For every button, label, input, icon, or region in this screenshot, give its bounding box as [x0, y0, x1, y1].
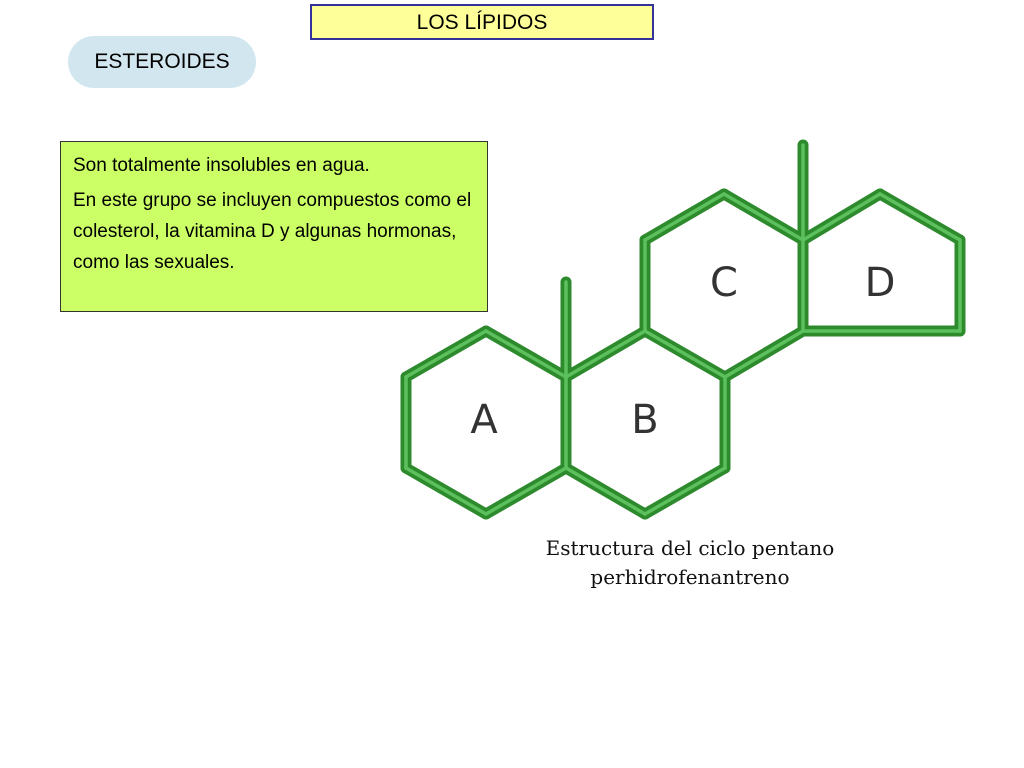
caption-line-2: perhidrofenantreno — [590, 565, 790, 589]
caption-line-1: Estructura del ciclo pentano — [545, 536, 835, 560]
bond-highlight-b2-b3 — [643, 329, 727, 379]
bond-highlight-a3-a4 — [484, 466, 568, 516]
bond-highlight-b5-a3 — [564, 466, 647, 516]
ring-label-a: A — [470, 397, 498, 443]
slide-title: LOS LÍPIDOS — [310, 4, 654, 40]
info-line-compounds: En este grupo se incluyen compuestos com… — [73, 190, 472, 273]
bond-highlight-a4-a5 — [404, 466, 488, 516]
ring-label-c: C — [710, 260, 738, 306]
bond-highlight-c3-b3 — [723, 329, 805, 379]
section-label: ESTEROIDES — [68, 36, 256, 88]
bond-highlight-a6-a1 — [404, 329, 488, 379]
bond-highlight-d2-d3 — [878, 192, 962, 242]
bond-highlight-c2-d2 — [801, 192, 882, 242]
bond-highlight-b4-b5 — [643, 466, 727, 516]
info-box: Son totalmente insolubles en agua. En es… — [60, 141, 488, 312]
diagram-caption: Estructura del ciclo pentano perhidrofen… — [490, 534, 890, 592]
ring-label-d: D — [865, 260, 896, 306]
bond-lines — [400, 139, 966, 520]
bond-highlight-c6-c1 — [643, 192, 726, 242]
bond-highlight-a1-a2 — [484, 329, 568, 379]
ring-label-b: B — [631, 397, 658, 443]
info-line-insoluble: Son totalmente insolubles en agua. — [73, 155, 370, 176]
bond-highlight-c1-c2 — [722, 192, 805, 242]
bond-highlight-a2-b2 — [564, 329, 647, 379]
